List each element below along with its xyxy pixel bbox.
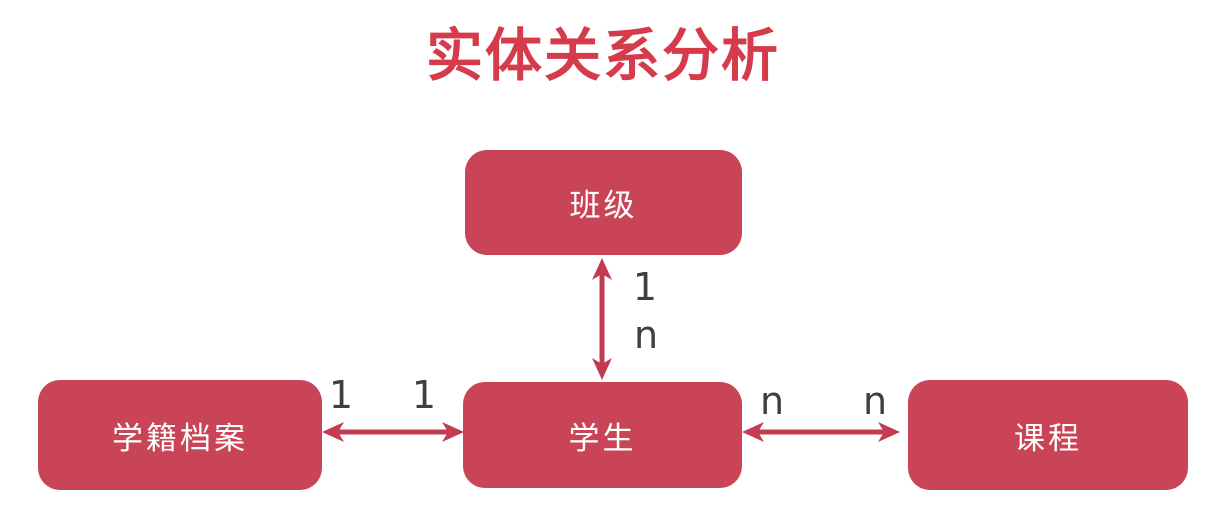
entity-box-student-record: 学籍档案 (38, 380, 322, 490)
entity-label-class: 班级 (569, 188, 638, 224)
entity-label-course: 课程 (1014, 420, 1082, 457)
entity-box-course: 课程 (908, 380, 1188, 490)
cardinality-class-side: 1 (632, 265, 658, 309)
entity-label-student: 学生 (568, 420, 637, 457)
entity-box-student: 学生 (463, 382, 742, 488)
cardinality-student-side-left: 1 (411, 373, 437, 417)
cardinality-course-side: n (862, 379, 888, 423)
entity-label-student-record: 学籍档案 (112, 420, 248, 457)
relation-arrow-record-student (322, 422, 464, 442)
relation-arrow-class-student (592, 258, 612, 380)
relation-arrow-student-course (742, 422, 900, 442)
diagram-title: 实体关系分析 (426, 23, 780, 89)
cardinality-record-side: 1 (328, 373, 354, 417)
entity-box-class: 班级 (465, 150, 742, 255)
cardinality-student-side-right: n (759, 379, 785, 423)
cardinality-student-side-vertical: n (633, 313, 659, 357)
